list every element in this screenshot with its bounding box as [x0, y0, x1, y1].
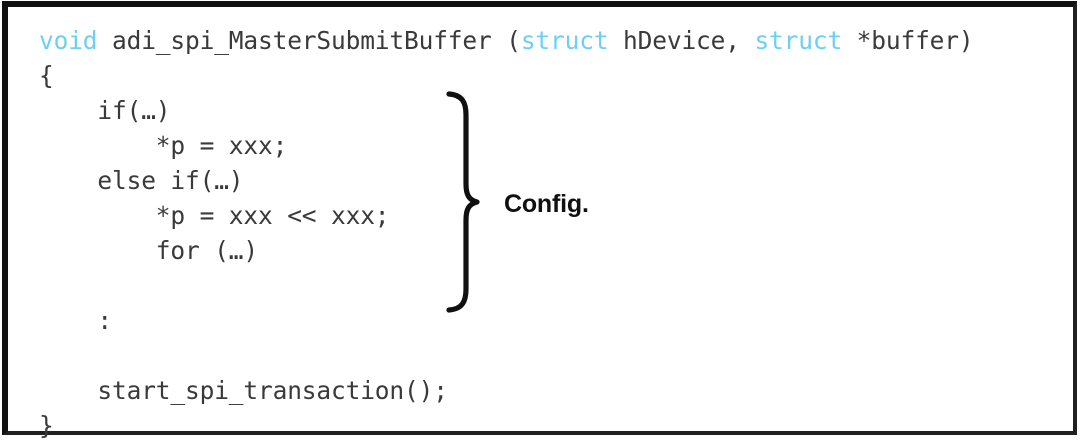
code-text: } — [39, 411, 54, 440]
code-text: hDevice, — [608, 26, 755, 55]
code-text: start_spi_transaction(); — [39, 376, 448, 405]
code-line-blank-1 — [39, 268, 1039, 303]
code-line-close-brace: } — [39, 408, 1039, 443]
code-keyword: struct — [754, 26, 843, 55]
code-line-blank-2 — [39, 338, 1039, 373]
code-listing: void adi_spi_MasterSubmitBuffer (struct … — [39, 23, 1039, 443]
code-text: *p = xxx << xxx; — [39, 201, 390, 230]
code-keyword: struct — [520, 26, 609, 55]
code-keyword: void — [39, 26, 98, 55]
code-line-start-transaction: start_spi_transaction(); — [39, 373, 1039, 408]
code-line-if: if(…) — [39, 93, 1039, 128]
code-text: { — [39, 61, 54, 90]
code-text: *buffer) — [842, 26, 974, 55]
code-line-open-brace: { — [39, 58, 1039, 93]
code-text: adi_spi_MasterSubmitBuffer ( — [97, 26, 521, 55]
code-text: for (…) — [39, 236, 259, 265]
code-text: if(…) — [39, 96, 171, 125]
code-line-continuation-colon: : — [39, 303, 1039, 338]
code-text: else if(…) — [39, 166, 244, 195]
code-line-signature: void adi_spi_MasterSubmitBuffer (struct … — [39, 23, 1039, 58]
code-line-assign-2: *p = xxx << xxx; — [39, 198, 1039, 233]
config-annotation-label: Config. — [504, 190, 589, 218]
code-line-assign-1: *p = xxx; — [39, 128, 1039, 163]
code-text: *p = xxx; — [39, 131, 288, 160]
code-text: : — [39, 306, 113, 335]
code-line-else-if: else if(…) — [39, 163, 1039, 198]
code-line-for: for (…) — [39, 233, 1039, 268]
